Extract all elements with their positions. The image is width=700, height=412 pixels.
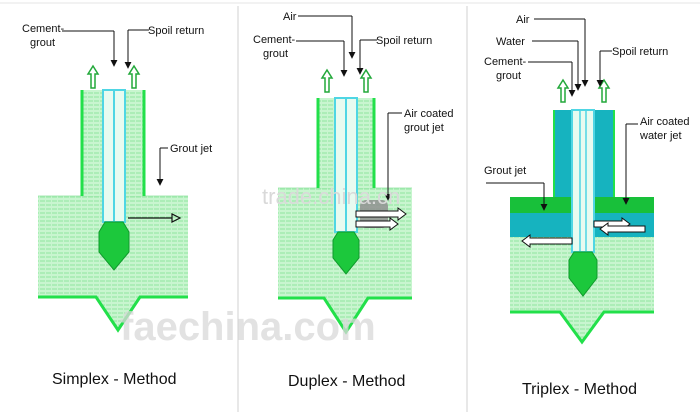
duplex-caption: Duplex - Method [288,373,405,390]
triplex-label-air-coated: Air coated [640,116,690,128]
duplex-label-air: Air [283,11,297,23]
simplex-ground-outline [38,295,188,333]
triplex-label-water: Water [496,36,525,48]
simplex-grout-jet-arrow [128,213,182,223]
triplex-caption: Triplex - Method [522,381,637,398]
simplex-label-grout-jet: Grout jet [170,143,212,155]
duplex-jet-arrows [355,207,407,231]
simplex-grout-head [98,221,130,271]
duplex-label-grout: grout [263,48,288,60]
duplex-grout-head [332,231,360,275]
triplex-drill-rod [571,109,595,253]
triplex-label-spoil-return: Spoil return [612,46,668,58]
triplex-label-grout: grout [496,70,521,82]
simplex-panel: Cement- grout Spoil return Grout jet Sim… [22,23,212,388]
triplex-label-air: Air [516,14,530,26]
simplex-spoil-arrows [86,64,141,89]
triplex-spoil-arrows [556,78,611,103]
simplex-label-spoil-return: Spoil return [148,25,204,37]
triplex-jet-arrows [521,217,646,248]
simplex-label-grout: grout [30,37,55,49]
triplex-label-cement: Cement- [484,56,527,68]
triplex-ground-outline [510,310,654,345]
duplex-label-spoil-return: Spoil return [376,35,432,47]
triplex-label-water-jet: water jet [639,130,682,142]
duplex-panel: Air Cement- grout Spoil return Air coate… [253,11,454,390]
triplex-panel: Air Water Cement- grout Spoil return Air… [484,14,690,398]
watermark-top: trade.china.cn [262,184,400,209]
simplex-label-cement: Cement- [22,23,65,35]
duplex-label-cement: Cement- [253,34,296,46]
triplex-label-grout-jet: Grout jet [484,165,526,177]
duplex-ground-outline [278,296,412,335]
simplex-caption: Simplex - Method [52,371,177,388]
triplex-grout-head [568,251,598,297]
duplex-spoil-arrows [320,68,373,93]
duplex-label-air-coated: Air coated [404,108,454,120]
watermark-bottom: faechina.com [120,305,376,349]
duplex-label-grout-jet: grout jet [404,122,444,134]
